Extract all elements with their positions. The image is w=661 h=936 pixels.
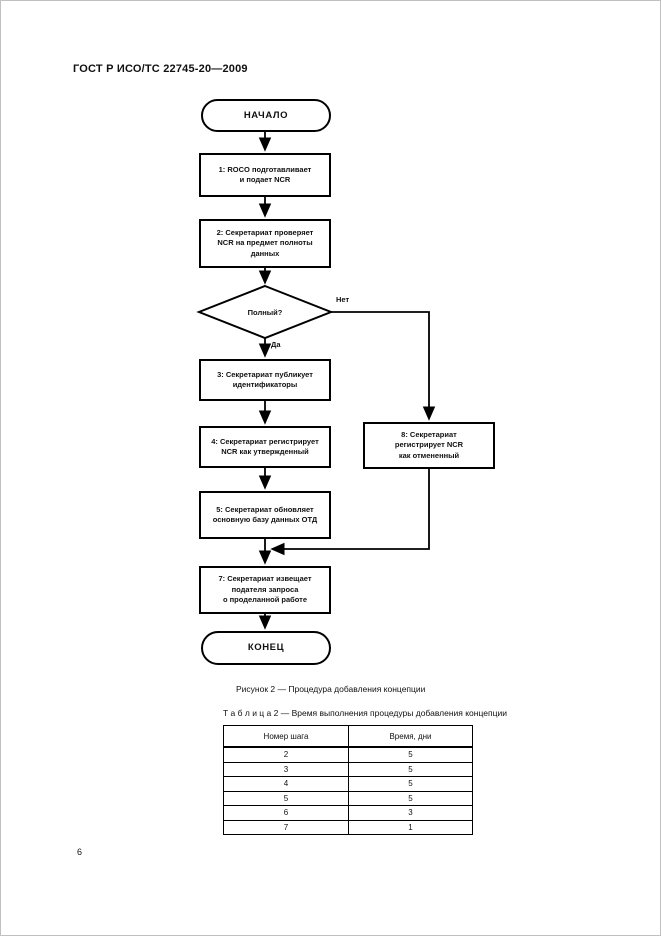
cell-step: 2	[223, 746, 349, 763]
flowchart-decision-label: Полный?	[247, 307, 283, 317]
flowchart-branch-no-label: Нет	[336, 295, 350, 304]
table-header-row: Номер шага Время, дни	[223, 725, 473, 748]
duration-table: Номер шага Время, дни 2 5 3 5 4 5 5 5 6	[223, 725, 473, 835]
arrow-decision-no-to-step8	[331, 311, 436, 421]
cell-step: 3	[223, 761, 349, 777]
cell-time: 5	[348, 776, 473, 792]
flowchart-step5-box: 5: Секретариат обновляет основную базу д…	[199, 491, 331, 539]
table-row: 4 5	[223, 776, 473, 792]
flowchart-step7-box: 7: Секретариат извещает подателя запроса…	[199, 566, 331, 614]
flowchart-step8-box: 8: Секретариат регистрирует NCR как отме…	[363, 422, 495, 469]
flowchart-step4-box: 4: Секретариат регистрирует NCR как утве…	[199, 426, 331, 468]
cell-time: 5	[348, 761, 473, 777]
flowchart-step1-box: 1: ROCO подготавливает и подает NCR	[199, 153, 331, 197]
page-number: 6	[77, 847, 83, 857]
cell-step: 6	[223, 805, 349, 821]
flowchart-end-node: КОНЕЦ	[201, 631, 331, 665]
column-header-time: Время, дни	[348, 725, 473, 748]
column-header-step: Номер шага	[223, 725, 349, 748]
cell-time: 5	[348, 790, 473, 806]
flowchart-start-node: НАЧАЛО	[201, 99, 331, 132]
cell-step: 7	[223, 819, 349, 835]
cell-time: 5	[348, 746, 473, 763]
figure-caption: Рисунок 2 — Процедура добавления концепц…	[236, 684, 426, 694]
flowchart-step3-box: 3: Секретариат публикует идентификаторы	[199, 359, 331, 401]
document-header: ГОСТ Р ИСО/ТС 22745-20—2009	[73, 63, 248, 75]
table-row: 5 5	[223, 790, 473, 806]
flowchart-branch-yes-label: Да	[271, 340, 281, 349]
table-title: Т а б л и ц а 2 — Время выполнения проце…	[223, 708, 507, 718]
flowchart-step2-box: 2: Секретариат проверяет NCR на предмет …	[199, 219, 331, 268]
table-row: 7 1	[223, 819, 473, 835]
table-row: 2 5	[223, 746, 473, 763]
cell-time: 1	[348, 819, 473, 835]
cell-step: 5	[223, 790, 349, 806]
cell-step: 4	[223, 776, 349, 792]
table-row: 6 3	[223, 805, 473, 821]
table-row: 3 5	[223, 761, 473, 777]
cell-time: 3	[348, 805, 473, 821]
